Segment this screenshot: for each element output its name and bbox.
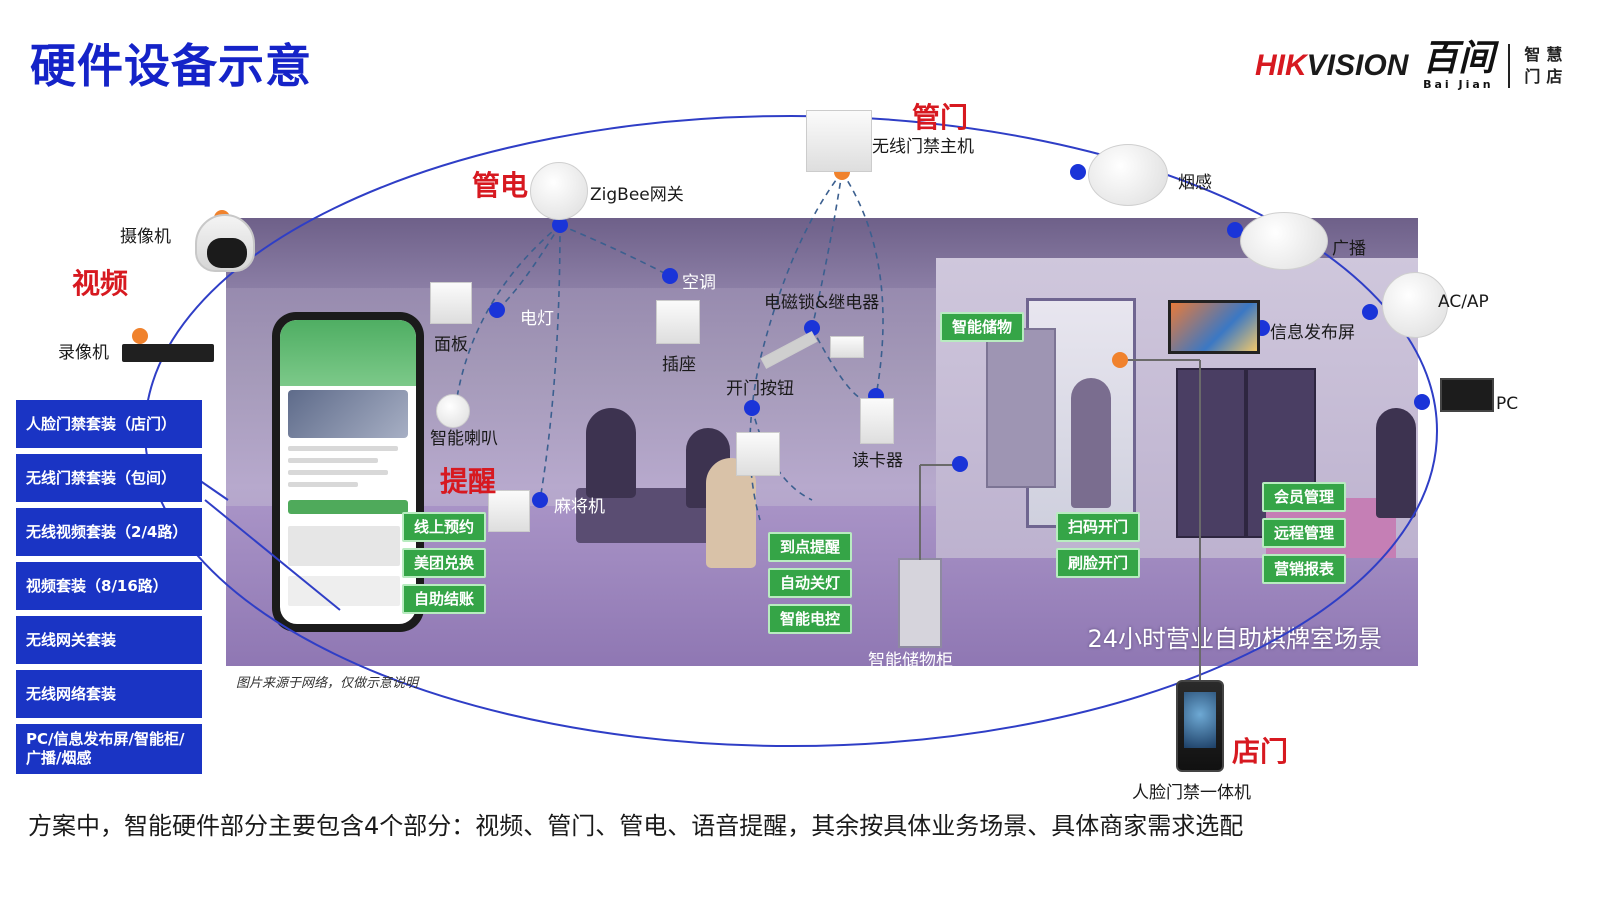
scene-caption: 24小时营业自助棋牌室场景 [1087, 625, 1382, 653]
brand-logos: HIKVISION 百间 Bai Jian 智慧 门店 [1255, 38, 1568, 92]
package-item: 视频套装（8/16路） [16, 562, 202, 610]
package-item: 人脸门禁套装（店门） [16, 400, 202, 448]
phone-app-card [288, 526, 400, 566]
feature-member-mgmt: 会员管理 [1262, 482, 1347, 512]
feature-online-booking: 线上预约 [402, 512, 487, 542]
label-aircon: 空调 [682, 273, 716, 293]
face-terminal-device [1176, 680, 1224, 772]
baijian-logo-pinyin: Bai Jian [1423, 78, 1494, 91]
feature-meituan: 美团兑换 [402, 548, 487, 578]
label-speaker: 智能喇叭 [430, 429, 498, 449]
label-open-button: 开门按钮 [726, 379, 794, 399]
scene-vending-machine [1176, 368, 1246, 538]
hikvision-logo: HIKVISION [1255, 49, 1408, 83]
door-host-device [806, 110, 872, 172]
category-power: 管电 [472, 169, 529, 202]
scene-person [1071, 378, 1111, 508]
feature-smart-power: 智能电控 [768, 604, 853, 634]
label-ap: AC/AP [1438, 292, 1489, 312]
label-info-screen: 信息发布屏 [1270, 323, 1355, 343]
label-broadcast: 广播 [1332, 239, 1366, 259]
category-door: 管门 [912, 101, 969, 134]
speaker-device [1240, 212, 1328, 270]
summary-text: 方案中，智能硬件部分主要包含4个部分：视频、管门、管电、语音提醒，其余按具体业务… [28, 812, 1244, 840]
feature-remote-mgmt: 远程管理 [1262, 518, 1347, 548]
node-nvr [132, 328, 148, 344]
nvr-device [122, 344, 214, 362]
zigbee-gateway-device [530, 162, 588, 220]
hikvision-logo-red: HIK [1255, 48, 1307, 82]
package-item: 无线视频套装（2/4路） [16, 508, 202, 556]
smart-locker-cabinet [898, 558, 942, 648]
category-store: 店门 [1232, 735, 1289, 768]
label-smoke: 烟感 [1178, 173, 1212, 193]
phone-screen [280, 320, 416, 624]
feature-self-checkout: 自助结账 [402, 584, 487, 614]
image-source-note: 图片来源于网络，仅做示意说明 [236, 676, 419, 691]
face-terminal-screen [1184, 692, 1216, 748]
phone-app-promo [288, 500, 408, 514]
category-remind: 提醒 [440, 465, 497, 498]
phone-app-card [288, 576, 400, 606]
relay-device [830, 336, 864, 358]
label-pc: PC [1496, 394, 1519, 414]
label-mahjong: 麻将机 [554, 497, 605, 517]
label-card-reader: 读卡器 [852, 451, 903, 471]
brand-tagline: 智慧 门店 [1524, 44, 1568, 88]
smoke-detector-device [1088, 144, 1168, 206]
label-maglock: 电磁锁&继电器 [764, 293, 880, 313]
camera-device [195, 214, 255, 272]
baijian-logo: 百间 Bai Jian [1422, 38, 1495, 92]
brand-divider [1508, 43, 1511, 88]
phone-app-line [288, 482, 358, 487]
label-socket: 插座 [662, 355, 696, 375]
feature-auto-light-off: 自动关灯 [768, 568, 853, 598]
package-item: 无线网络套装 [16, 670, 202, 718]
phone-mockup [272, 312, 424, 632]
page-title: 硬件设备示意 [30, 39, 312, 93]
label-zigbee: ZigBee网关 [590, 185, 684, 205]
smart-speaker-device [436, 394, 470, 428]
package-item: 无线网关套装 [16, 616, 202, 664]
scene-person [1376, 408, 1416, 518]
scene-person [586, 408, 636, 498]
package-item: PC/信息发布屏/智能柜/广播/烟感 [16, 724, 202, 774]
brand-tagline-bottom: 门店 [1524, 66, 1569, 86]
feature-face-open: 刷脸开门 [1056, 548, 1141, 578]
label-door-host: 无线门禁主机 [872, 137, 974, 157]
open-button-device [736, 432, 780, 476]
ap-device [1382, 272, 1448, 338]
mahjong-socket-device [488, 490, 530, 532]
label-panel: 面板 [434, 335, 468, 355]
label-camera: 摄像机 [120, 227, 171, 247]
feature-on-time-remind: 到点提醒 [768, 532, 853, 562]
phone-app-line [288, 470, 388, 475]
label-locker: 智能储物柜 [868, 651, 953, 671]
feature-scan-open: 扫码开门 [1056, 512, 1141, 542]
camera-lens [207, 238, 247, 268]
panel-device [430, 282, 472, 324]
phone-app-line [288, 446, 398, 451]
label-face-terminal: 人脸门禁一体机 [1132, 783, 1251, 803]
scene-wall-locker [986, 328, 1056, 488]
label-light: 电灯 [520, 309, 554, 329]
phone-app-header [280, 320, 416, 386]
baijian-logo-cn: 百间 [1422, 38, 1495, 79]
brand-tagline-top: 智慧 [1524, 44, 1569, 64]
info-screen-device [1168, 300, 1260, 354]
pc-device [1440, 378, 1494, 412]
socket-device [656, 300, 700, 344]
label-nvr: 录像机 [58, 343, 109, 363]
hikvision-logo-dark: VISION [1306, 48, 1409, 82]
phone-app-banner [288, 390, 408, 438]
feature-marketing-report: 营销报表 [1262, 554, 1347, 584]
category-video: 视频 [72, 267, 129, 300]
phone-app-line [288, 458, 378, 463]
card-reader-device [860, 398, 894, 444]
feature-smart-storage: 智能储物 [940, 312, 1025, 342]
node-smoke [1070, 164, 1086, 180]
package-item: 无线门禁套装（包间） [16, 454, 202, 502]
